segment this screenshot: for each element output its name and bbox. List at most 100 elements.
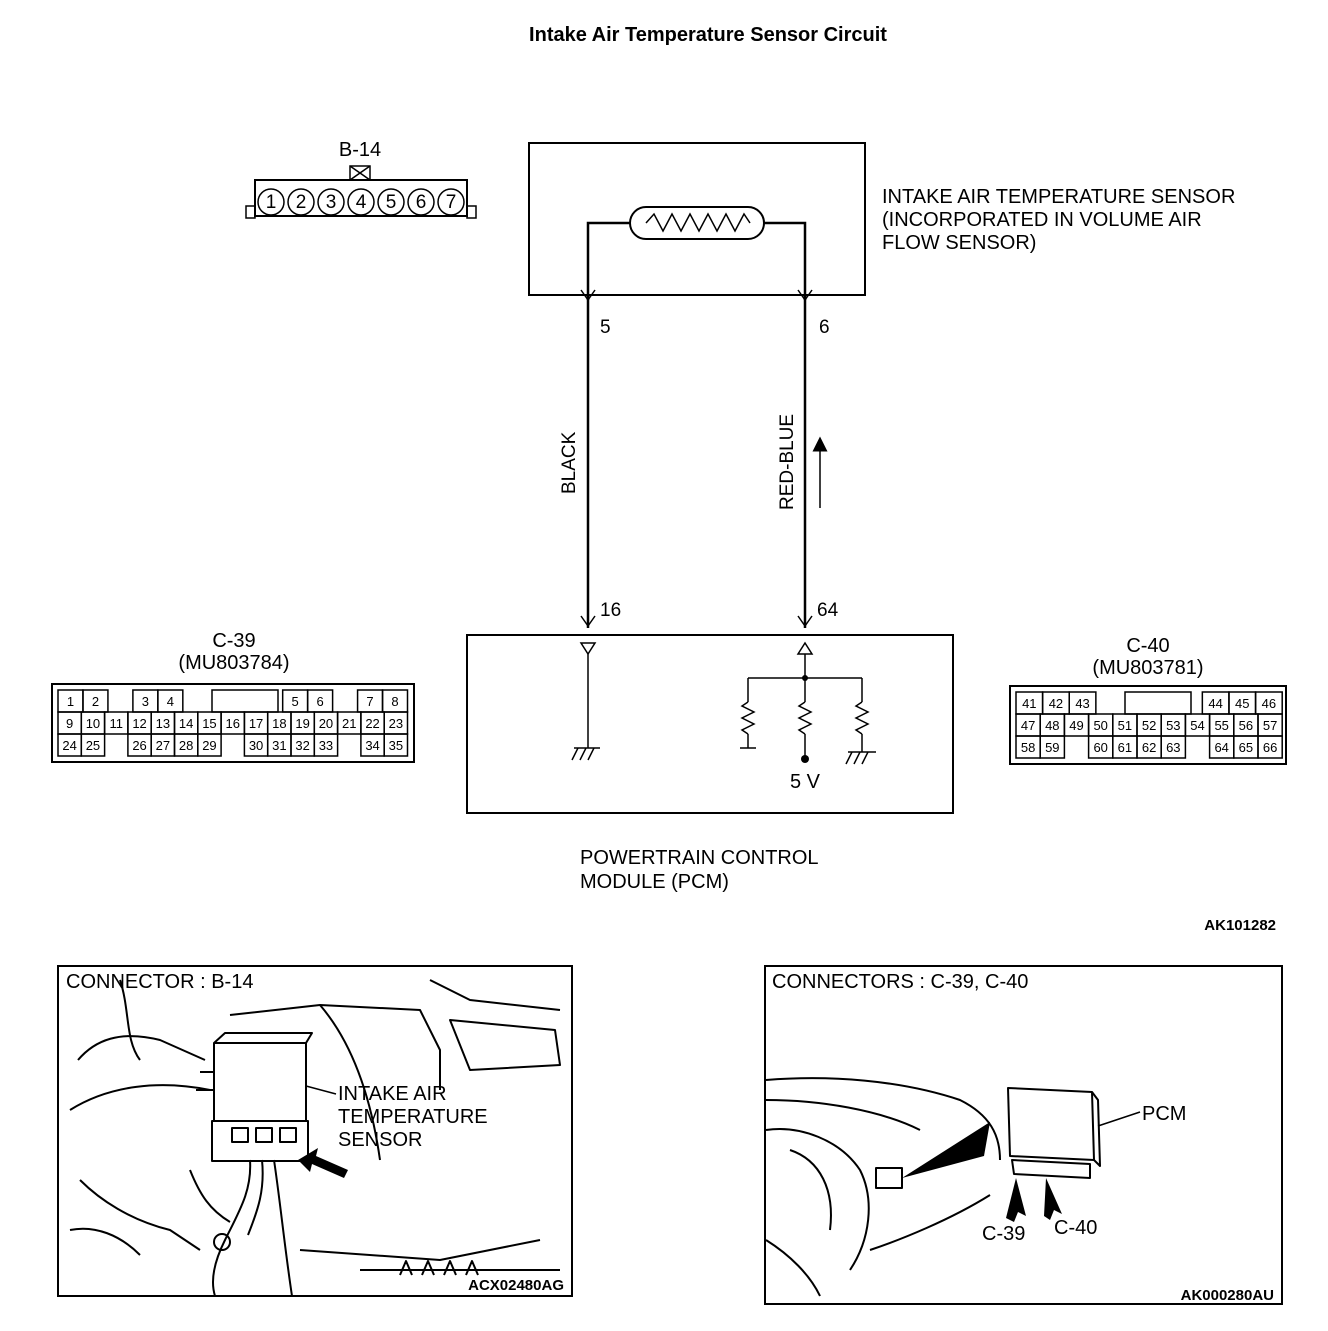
c39-pin-number: 14 xyxy=(179,716,193,731)
pcm-module: 5 V POWERTRAIN CONTROL MODULE (PCM) xyxy=(466,634,954,893)
b14-pin: 2 xyxy=(287,188,315,216)
photo-left-callout-line2: TEMPERATURE xyxy=(338,1106,488,1128)
resistor-icon xyxy=(854,701,870,735)
c39-pin-number: 11 xyxy=(110,716,124,731)
photo-right-caption: CONNECTORS : C-39, C-40 xyxy=(772,971,1028,993)
c40-pin-number: 48 xyxy=(1045,718,1059,733)
c39-pin-number: 12 xyxy=(132,716,146,731)
thermistor-body xyxy=(629,206,765,240)
c39-pin-cell xyxy=(197,733,222,757)
c39-pin-number: 10 xyxy=(86,716,100,731)
c39-pin-number: 27 xyxy=(156,738,170,753)
c39-pin-number: 1 xyxy=(67,694,74,709)
photo-panel-connectors-c39-c40: CONNECTORS : C-39, C-40 PCM C-39 C-40 AK… xyxy=(764,965,1283,1305)
c39-pin-number: 25 xyxy=(86,738,100,753)
sensor-pin-6: 6 xyxy=(819,317,830,338)
c39-pin-number: 4 xyxy=(167,694,174,709)
svg-text:1: 1 xyxy=(266,192,277,213)
c39-pin-number: 17 xyxy=(249,716,263,731)
c39-pin-number: 24 xyxy=(62,738,76,753)
sensor-label-line3: FLOW SENSOR) xyxy=(882,232,1036,254)
connector-b14-label: B-14 xyxy=(339,139,381,161)
svg-text:5: 5 xyxy=(386,192,397,213)
pin-terminal-icon xyxy=(796,641,814,655)
pointer-arrow-icon xyxy=(298,1148,348,1178)
c39-pin-number: 5 xyxy=(292,694,299,709)
c39-pin-number: 30 xyxy=(249,738,263,753)
c39-pin-cell xyxy=(80,733,106,757)
pin-terminal-icon xyxy=(579,642,597,656)
b14-pin: 4 xyxy=(347,188,375,216)
wire-color-red-blue: RED-BLUE xyxy=(777,414,798,510)
photo-left-caption: CONNECTOR : B-14 xyxy=(66,971,253,993)
c39-pin-number: 33 xyxy=(319,738,333,753)
c39-pin-number: 6 xyxy=(317,694,324,709)
connector-b14-pins: 1 2 3 4 5 6 7 xyxy=(257,188,465,216)
c40-pin-number: 53 xyxy=(1166,718,1180,733)
c40-pin-number: 52 xyxy=(1142,718,1156,733)
c40-pin-number: 56 xyxy=(1239,718,1253,733)
c39-pin-number: 9 xyxy=(66,716,73,731)
c39-pin-number: 8 xyxy=(391,694,398,709)
pcm-box xyxy=(466,634,954,814)
ground-icon xyxy=(571,747,600,761)
svg-text:3: 3 xyxy=(326,192,337,213)
wire-red-blue: 6 64 RED-BLUE xyxy=(777,289,839,628)
c40-pin-number: 51 xyxy=(1118,718,1132,733)
dashboard-sketch xyxy=(765,1077,1101,1297)
c39-pin-number: 18 xyxy=(272,716,286,731)
c39-pin-number: 29 xyxy=(202,738,216,753)
connector-c39-label: C-39 xyxy=(212,630,255,652)
c40-pin-number: 57 xyxy=(1263,718,1277,733)
sensor-pin-5: 5 xyxy=(600,317,611,338)
c40-pin-number: 41 xyxy=(1022,696,1036,711)
c39-pin-cell xyxy=(313,733,339,757)
pcm-label-line2: MODULE (PCM) xyxy=(580,871,729,893)
wire-black: 5 16 BLACK xyxy=(559,289,621,628)
ground-icon xyxy=(845,751,876,765)
c40-key-slot xyxy=(1124,691,1192,715)
photo-right-c39-label: C-39 xyxy=(982,1223,1025,1245)
c40-pin-cell xyxy=(1039,735,1066,759)
c39-pin-number: 2 xyxy=(92,694,99,709)
connector-arrow-icon xyxy=(580,289,596,302)
c39-pin-number: 28 xyxy=(179,738,193,753)
c39-pin-number: 31 xyxy=(272,738,286,753)
diagram-title: Intake Air Temperature Sensor Circuit xyxy=(529,24,887,46)
c40-pin-number: 42 xyxy=(1049,696,1063,711)
pointer-arrow-icon xyxy=(1044,1178,1062,1220)
c40-pin-number: 46 xyxy=(1262,696,1276,711)
thermistor-resistor-icon xyxy=(645,212,751,233)
c39-pin-number: 32 xyxy=(295,738,309,753)
engine-bay-sketch xyxy=(69,979,561,1297)
pointer-arrow-icon xyxy=(1006,1178,1026,1222)
c39-pin-number: 23 xyxy=(389,716,403,731)
c39-key-slot xyxy=(211,689,279,713)
b14-pin: 1 xyxy=(257,188,285,216)
c40-pin-number: 47 xyxy=(1021,718,1035,733)
c39-pin-number: 16 xyxy=(226,716,240,731)
figure-code: AK101282 xyxy=(1204,917,1276,934)
svg-text:4: 4 xyxy=(356,192,367,213)
c39-pin-number: 22 xyxy=(365,716,379,731)
resistor-icon xyxy=(797,701,813,735)
c40-pin-number: 43 xyxy=(1075,696,1089,711)
c40-pin-number: 54 xyxy=(1190,718,1204,733)
sensor-label-line2: (INCORPORATED IN VOLUME AIR xyxy=(882,209,1202,231)
c39-pin-number: 19 xyxy=(295,716,309,731)
b14-pin: 5 xyxy=(377,188,405,216)
intake-air-temperature-sensor: INTAKE AIR TEMPERATURE SENSOR (INCORPORA… xyxy=(528,142,1235,300)
photo-right-code: AK000280AU xyxy=(1181,1287,1274,1304)
photo-right-pcm-label: PCM xyxy=(1142,1103,1186,1125)
svg-text:6: 6 xyxy=(416,192,427,213)
c40-pin-number: 44 xyxy=(1208,696,1222,711)
connector-c39-part: (MU803784) xyxy=(178,652,289,674)
c40-pin-number: 65 xyxy=(1239,740,1253,755)
c39-pin-number: 15 xyxy=(202,716,216,731)
sensor-label-line1: INTAKE AIR TEMPERATURE SENSOR xyxy=(882,186,1235,208)
pcm-label-line1: POWERTRAIN CONTROL xyxy=(580,847,819,869)
c40-pin-number: 64 xyxy=(1214,740,1228,755)
c40-pin-number: 45 xyxy=(1235,696,1249,711)
